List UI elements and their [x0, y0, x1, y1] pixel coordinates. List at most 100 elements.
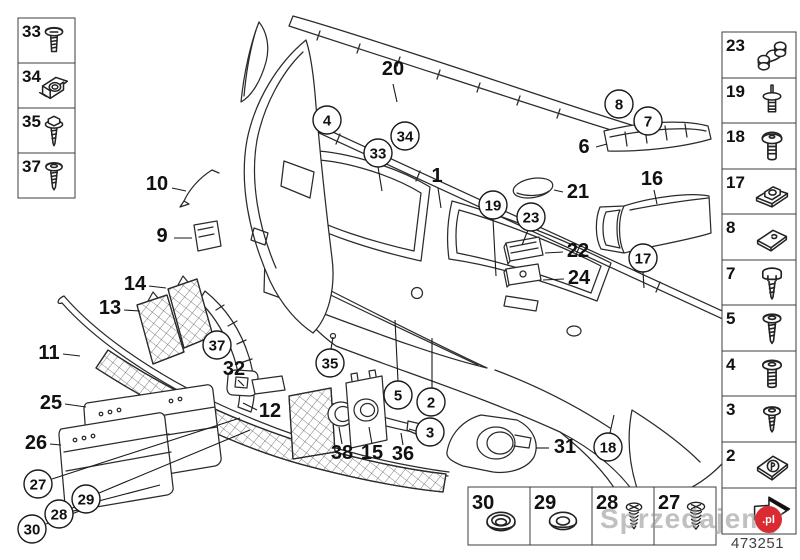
callout-circle-34: 34 — [390, 121, 420, 151]
svg-text:27: 27 — [30, 477, 47, 494]
watermark-suffix: .pl — [762, 513, 775, 526]
grommet-icon — [486, 511, 516, 532]
callout-13: 13 — [99, 297, 121, 319]
leader-17 — [642, 271, 645, 289]
callout-circle-29: 29 — [71, 484, 101, 514]
part-box-28: 28 — [591, 486, 655, 546]
box-number: 28 — [596, 492, 618, 514]
svg-text:4: 4 — [323, 113, 332, 130]
watermark: Sprzedajemy — [600, 503, 784, 535]
leader-14 — [148, 285, 167, 289]
watermark-badge: .pl — [755, 506, 782, 533]
callout-10: 10 — [146, 173, 168, 195]
part-box-23: 23 — [721, 31, 797, 79]
part-box-2: 2 — [721, 441, 797, 489]
box-number: 23 — [726, 36, 745, 55]
callout-26: 26 — [25, 432, 47, 454]
svg-text:18: 18 — [600, 440, 617, 457]
leader-19 — [492, 218, 497, 277]
box-number: 3 — [726, 400, 735, 419]
box-frame — [721, 304, 797, 352]
part-box-8: 8 — [721, 213, 797, 261]
leader-15 — [368, 426, 373, 445]
callout-32: 32 — [223, 358, 245, 380]
callout-36: 36 — [392, 443, 414, 465]
box-number: 29 — [534, 492, 556, 514]
svg-text:19: 19 — [485, 198, 502, 215]
part-box-37: 37 — [17, 152, 76, 199]
callout-21: 21 — [567, 181, 589, 203]
callout-24: 24 — [568, 267, 591, 289]
bracket-24 — [505, 263, 542, 286]
box-number: 8 — [726, 218, 735, 237]
svg-text:33: 33 — [370, 146, 387, 163]
svg-text:37: 37 — [209, 338, 226, 355]
box-number: 18 — [726, 127, 745, 146]
hook-part — [183, 169, 213, 202]
box-number: 30 — [472, 492, 494, 514]
leader-lines — [45, 83, 658, 525]
callout-circle-35: 35 — [315, 348, 345, 378]
svg-text:23: 23 — [523, 210, 540, 227]
callout-38: 38 — [331, 442, 353, 464]
part-box-19: 19 — [721, 77, 797, 125]
callout-circle-3: 3 — [415, 417, 445, 447]
leader-6 — [595, 143, 608, 148]
callout-31: 31 — [554, 436, 576, 458]
callout-25: 25 — [40, 392, 62, 414]
svg-text:34: 34 — [397, 129, 414, 146]
callout-12: 12 — [259, 400, 281, 422]
part-box-17: 17 — [721, 168, 797, 216]
svg-text:8: 8 — [615, 97, 623, 114]
callout-circle-17: 17 — [628, 243, 658, 273]
leader-5 — [394, 319, 399, 382]
callout-circle-30: 30 — [17, 514, 47, 544]
callout-circle-23: 23 — [516, 202, 546, 232]
box-number: 5 — [726, 309, 735, 328]
box-number: 27 — [658, 492, 680, 514]
svg-text:3: 3 — [426, 425, 434, 442]
part-box-4: 4 — [721, 350, 797, 398]
part-box-5: 5 — [721, 304, 797, 352]
fog-cover-15 — [345, 375, 388, 449]
svg-text:29: 29 — [78, 492, 95, 509]
leader-18 — [609, 414, 615, 434]
leader-25 — [64, 403, 87, 408]
part-box-35: 35 — [17, 107, 76, 154]
box-frame — [17, 152, 76, 199]
part-box-3: 3 — [721, 395, 797, 443]
callout-circle-28: 28 — [44, 499, 74, 529]
box-number: 7 — [726, 264, 735, 283]
part-box-27: 27 — [653, 486, 717, 546]
leader-3 — [408, 428, 417, 432]
leader-32 — [237, 379, 245, 387]
callout-16: 16 — [641, 168, 663, 190]
box-frame — [721, 350, 797, 398]
svg-text:7: 7 — [644, 114, 652, 131]
box-number: 17 — [726, 173, 745, 192]
tow-cap — [193, 220, 222, 252]
leader-36 — [400, 432, 404, 446]
leader-26 — [49, 443, 62, 446]
box-number: 33 — [22, 22, 41, 41]
svg-text:17: 17 — [635, 251, 652, 268]
box-number: 35 — [22, 112, 41, 131]
part-box-18: 18 — [721, 122, 797, 170]
trim-strip-20 — [288, 15, 642, 139]
washer-cover — [512, 177, 554, 199]
bumper-exploded-artwork — [57, 15, 770, 512]
box-number: 37 — [22, 157, 41, 176]
leader-10 — [171, 187, 187, 192]
box-frame — [17, 17, 76, 64]
leader-21 — [553, 189, 564, 193]
leader-35 — [330, 336, 334, 350]
callout-22: 22 — [567, 240, 589, 262]
leader-13 — [123, 309, 141, 312]
callout-9: 9 — [156, 225, 167, 247]
grille-frame-11 — [63, 295, 450, 473]
leader-33 — [377, 166, 383, 192]
leader-23 — [521, 229, 529, 246]
leader-22 — [544, 251, 564, 254]
